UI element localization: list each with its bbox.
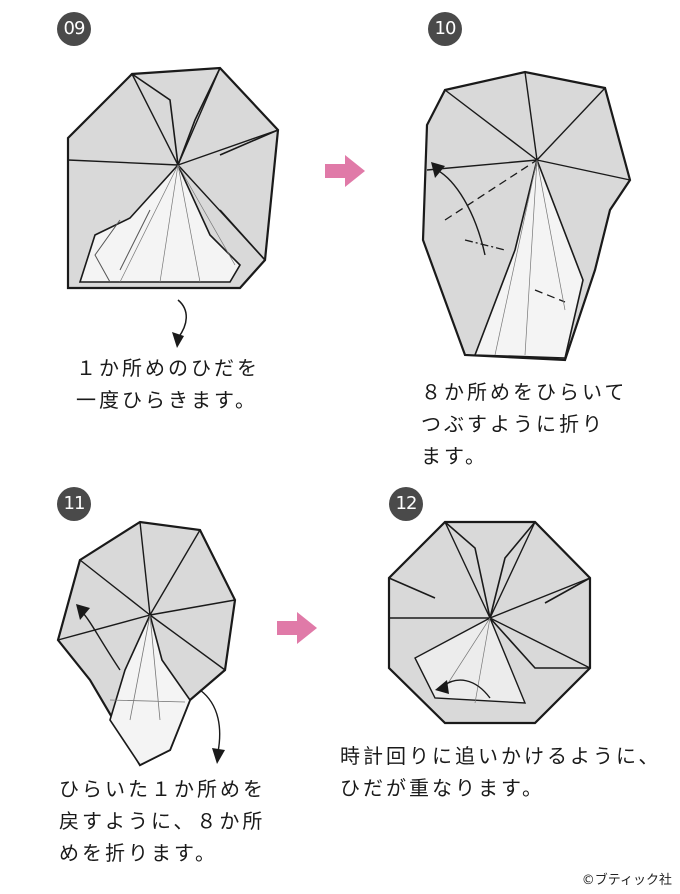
copyright-credit: ©ブティック社 [581, 873, 672, 888]
step-10-caption: ８か所めをひらいて つぶすように折り ます。 [421, 380, 628, 468]
step-12-caption: 時計回りに追いかけるように、 ひだが重なります。 [340, 744, 662, 800]
step-12-fold-figure [387, 520, 592, 725]
next-step-arrow [325, 155, 365, 187]
step-10-fold-figure [421, 70, 632, 362]
step-09-fold-figure [66, 66, 280, 348]
step-11-caption: ひらいた１か所めを 戻すように、８か所 めを折ります。 [59, 777, 266, 865]
step-badge-12: 12 [389, 487, 423, 521]
step-badge-09: 09 [57, 12, 91, 46]
step-badge-10: 10 [428, 12, 462, 46]
step-09-caption: １か所めのひだを 一度ひらきます。 [76, 356, 260, 412]
step-badge-11: 11 [57, 487, 91, 521]
next-step-arrow [277, 612, 317, 644]
step-11-fold-figure [56, 520, 237, 767]
